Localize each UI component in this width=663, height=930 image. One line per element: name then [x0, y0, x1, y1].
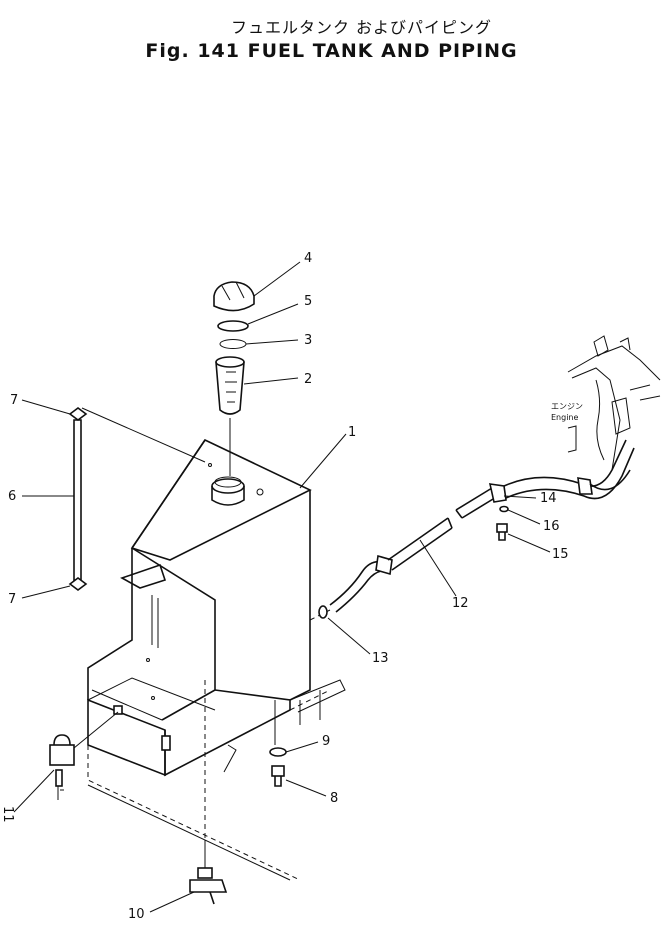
callout-12: 12 — [452, 596, 469, 611]
callout-15: 15 — [552, 547, 569, 562]
fuel-cap — [213, 281, 255, 312]
callout-numbers: 1 2 3 4 5 6 7 7 8 9 10 11 12 13 14 15 16 — [0, 251, 569, 922]
machine-frame — [87, 609, 346, 881]
strainer — [215, 356, 245, 476]
callout-7-bottom: 7 — [8, 592, 16, 607]
connector-bolt — [496, 523, 508, 541]
engine-outline — [567, 335, 661, 471]
engine-label-japanese: エンジン — [551, 402, 583, 411]
callout-10: 10 — [128, 907, 145, 922]
callout-14: 14 — [540, 491, 557, 506]
callout-3: 3 — [304, 333, 312, 348]
fuel-tank — [87, 438, 312, 777]
callout-16: 16 — [543, 519, 560, 534]
engine-label: Engine — [551, 413, 578, 422]
mounting-bolt — [271, 765, 285, 787]
callout-5: 5 — [304, 294, 312, 309]
figure-title-japanese: フュエルタンク およびパイピング — [230, 18, 493, 37]
callout-9: 9 — [322, 734, 330, 749]
washer — [269, 747, 287, 757]
padlock — [49, 711, 119, 800]
hose-connector-washer — [318, 605, 328, 619]
callout-11: 11 — [0, 806, 15, 823]
gasket-16 — [499, 505, 509, 513]
figure-title: Fig. 141 FUEL TANK AND PIPING — [145, 40, 518, 62]
callout-4: 4 — [304, 251, 312, 266]
callout-8: 8 — [330, 791, 338, 806]
o-ring — [219, 339, 247, 349]
drain-valve — [189, 840, 228, 905]
cap-gasket — [217, 320, 249, 332]
callout-6: 6 — [8, 489, 16, 504]
callout-1: 1 — [348, 425, 356, 440]
leader-lines — [13, 261, 551, 913]
figure-header: フュエルタンク およびパイピング Fig. 141 FUEL TANK AND … — [0, 14, 663, 62]
callout-7-top: 7 — [10, 393, 18, 408]
level-gauge-pipe — [68, 407, 88, 591]
callout-13: 13 — [372, 651, 389, 666]
callout-2: 2 — [304, 372, 312, 387]
fuel-hose — [329, 439, 635, 613]
